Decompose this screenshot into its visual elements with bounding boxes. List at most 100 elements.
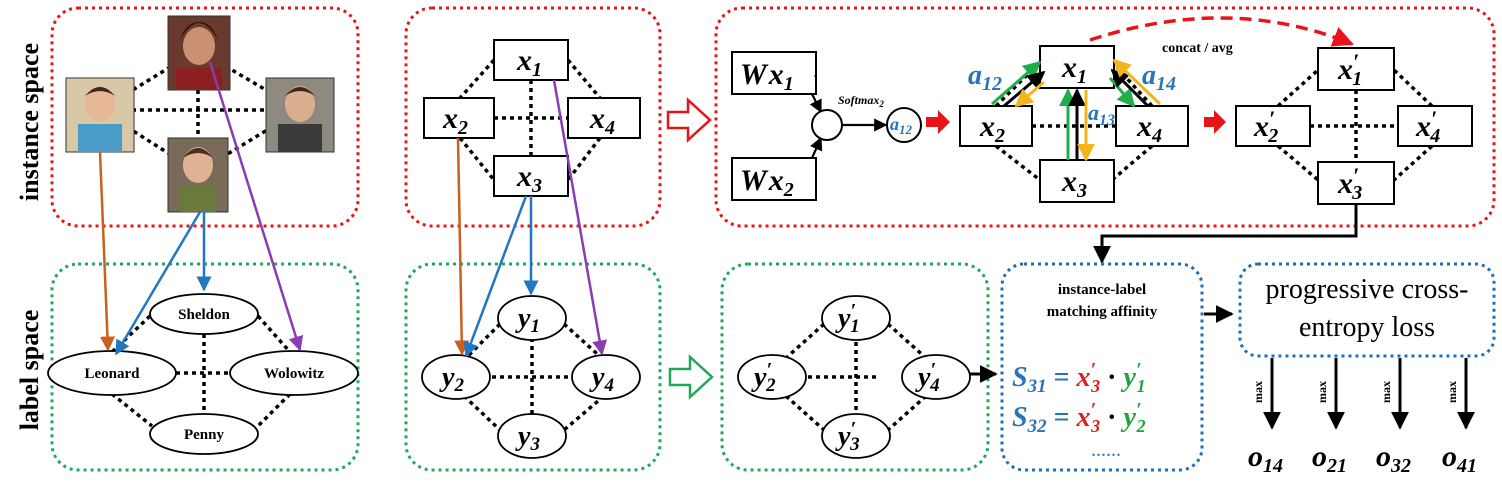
concat-arrow xyxy=(1089,16,1354,47)
svg-text:x2: x2 xyxy=(979,110,1005,147)
y1-node: y1 xyxy=(497,295,567,341)
panel-instance-nodes xyxy=(404,6,662,228)
node-wolowitz: Wolowitz xyxy=(229,350,359,396)
svg-text:y′4: y′4 xyxy=(915,359,940,396)
a13-label: a13 xyxy=(1088,100,1115,129)
x1-node: x1 xyxy=(493,39,569,81)
matching-ellipsis: ...... xyxy=(1091,439,1121,461)
photo-left xyxy=(65,77,135,153)
attn-x1: x1 xyxy=(1039,45,1115,89)
yp4-node: y′4 xyxy=(901,354,971,400)
softmax-label: Softmax xyxy=(838,93,879,107)
svg-text:y′1: y′1 xyxy=(835,300,860,337)
matching-title-1: instance-label xyxy=(1058,282,1146,298)
svg-text:x′2: x′2 xyxy=(1253,106,1278,147)
hollow-arrow-red xyxy=(666,97,712,143)
svg-text:y3: y3 xyxy=(515,421,540,455)
svg-text:Sheldon: Sheldon xyxy=(178,307,230,323)
max-label-4: max xyxy=(1445,381,1459,403)
edge-wx1-circle xyxy=(809,93,822,114)
s31-equation: S31 = x′3 · y′1 xyxy=(1012,359,1146,399)
panel-loss xyxy=(1238,262,1496,358)
xp4-node: x′4 xyxy=(1397,105,1473,147)
x4-node: x4 xyxy=(567,97,641,139)
max-label-1: max xyxy=(1251,381,1265,403)
output-o21: o21 xyxy=(1312,440,1347,477)
arrow-blue-x3-y2 xyxy=(463,195,528,358)
attn-arrow-green-x2 xyxy=(991,60,1042,106)
node-sheldon: Sheldon xyxy=(149,293,259,335)
matching-title-2: matching affinity xyxy=(1047,304,1158,320)
yp2-node: y′2 xyxy=(737,354,807,400)
panel-instance-photos xyxy=(50,6,360,228)
connector-xp3-matching xyxy=(1093,204,1358,264)
photo-top xyxy=(167,15,231,91)
output-o14: o14 xyxy=(1248,440,1283,477)
svg-text:x′3: x′3 xyxy=(1337,163,1362,204)
y2-node: y2 xyxy=(421,354,491,400)
y3-node: y3 xyxy=(497,413,567,459)
xp-graph-edges xyxy=(1276,68,1434,182)
svg-text:x3: x3 xyxy=(516,160,542,197)
x3-node: x3 xyxy=(493,155,569,197)
concat-label: concat / avg xyxy=(1162,41,1233,56)
panel-attention xyxy=(714,6,1496,228)
max-label-2: max xyxy=(1315,381,1329,403)
svg-text:y′2: y′2 xyxy=(751,359,776,396)
max-label-3: max xyxy=(1379,381,1393,403)
arrow-purple-right xyxy=(208,61,304,352)
photo-right xyxy=(265,77,335,153)
arrow-blue-to-leonard xyxy=(114,211,202,356)
svg-text:y2: y2 xyxy=(439,362,464,396)
node-penny: Penny xyxy=(149,413,259,455)
a14-label: a14 xyxy=(1142,60,1176,95)
svg-text:Wx2: Wx2 xyxy=(740,164,794,201)
attn-x3: x3 xyxy=(1039,159,1115,203)
x-graph-edges xyxy=(458,58,602,182)
svg-text:x4: x4 xyxy=(589,102,615,139)
y4-node: y4 xyxy=(571,354,641,400)
red-arrow-1 xyxy=(926,110,950,134)
panel-matching xyxy=(1000,262,1204,472)
svg-text:x′4: x′4 xyxy=(1415,106,1440,147)
arrow-orange-left xyxy=(98,151,115,352)
xp1-node: x′1 xyxy=(1317,47,1395,91)
wx1-node: Wx1 xyxy=(731,51,817,95)
loss-line-2: entropy loss xyxy=(1299,312,1435,343)
red-arrow-2 xyxy=(1204,110,1226,134)
attn-x2: x2 xyxy=(959,105,1033,147)
s32-equation: S32 = x′3 · y′2 xyxy=(1012,399,1146,439)
yp3-node: y′3 xyxy=(821,413,891,459)
output-o32: o32 xyxy=(1376,440,1411,477)
loss-line-1: progressive cross- xyxy=(1266,274,1469,305)
x2-node: x2 xyxy=(423,97,495,139)
attn-arrow-yellow-x4 xyxy=(1112,58,1162,106)
panel-label-nodes xyxy=(404,262,662,472)
svg-text:x1: x1 xyxy=(1061,51,1087,88)
xp2-node: x′2 xyxy=(1235,105,1311,147)
a12-label: a12 xyxy=(968,60,1002,95)
arrow-purple-x1-y4 xyxy=(552,79,608,356)
svg-text:x3: x3 xyxy=(1061,165,1087,202)
attn-x4: x4 xyxy=(1115,105,1189,147)
svg-text:y1: y1 xyxy=(515,303,540,337)
svg-text:Softmax2: Softmax2 xyxy=(838,93,884,109)
softmax-circle xyxy=(811,109,843,141)
svg-text:x′1: x′1 xyxy=(1337,49,1362,90)
attn-arrow-yellow-x2 xyxy=(1014,80,1045,108)
label-space-label: label space xyxy=(15,310,44,431)
a12-circle xyxy=(886,107,922,143)
svg-text:y′3: y′3 xyxy=(835,418,860,455)
xp3-node: x′3 xyxy=(1317,161,1395,205)
svg-text:Leonard: Leonard xyxy=(84,366,140,382)
edge-wx2-circle xyxy=(810,136,823,159)
svg-text:x1: x1 xyxy=(516,44,542,81)
svg-text:Wolowitz: Wolowitz xyxy=(264,366,324,382)
max-arrows xyxy=(1263,358,1475,430)
yp-graph-edges xyxy=(784,322,928,432)
arrow-orange-x2-y2 xyxy=(454,137,470,356)
photo-bottom xyxy=(167,137,229,213)
hollow-arrow-green xyxy=(668,354,714,400)
svg-text:x4: x4 xyxy=(1136,110,1162,147)
